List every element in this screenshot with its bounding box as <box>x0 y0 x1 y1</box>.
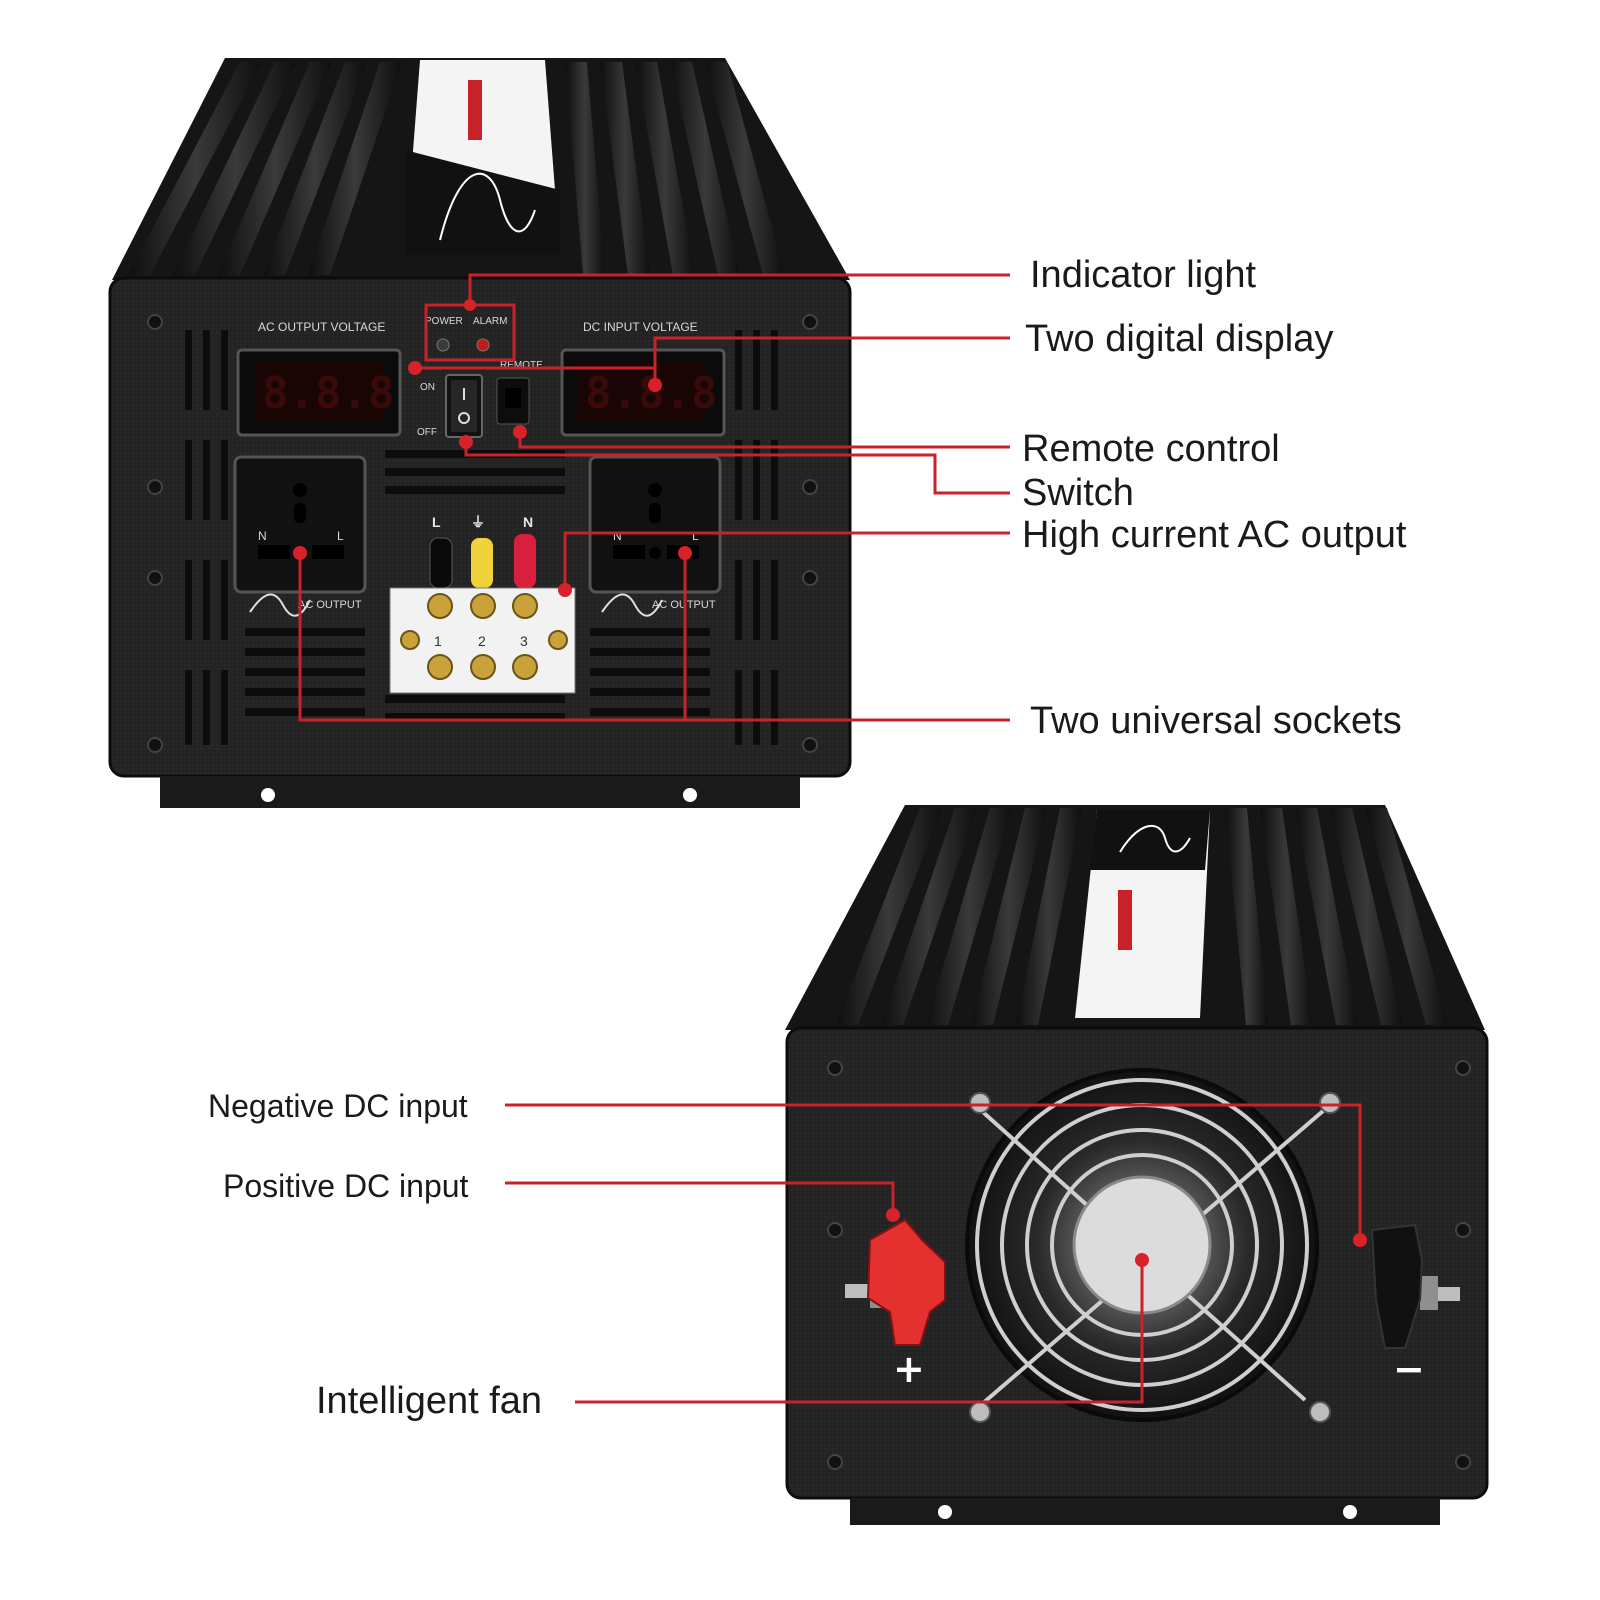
ac-output-left-label: AC OUTPUT <box>298 599 362 611</box>
ac-output-voltage-label: AC OUTPUT VOLTAGE <box>258 320 385 334</box>
terminal-wire-yellow <box>471 538 493 588</box>
callout-two-universal-sockets: Two universal sockets <box>1030 700 1402 742</box>
label-red-mark <box>468 80 482 140</box>
universal-socket-right[interactable]: N L <box>588 455 722 594</box>
remote-label: REMOTE <box>500 360 543 371</box>
callout-line-negative <box>505 1103 1362 1240</box>
alarm-led-icon <box>476 338 490 352</box>
intelligent-fan <box>965 1068 1341 1423</box>
callout-line-fan <box>575 1260 1144 1404</box>
callout-switch: Switch <box>1022 472 1134 514</box>
switch-off-mark-icon <box>458 412 470 424</box>
terminal-wire-red <box>514 534 536 588</box>
callout-high-current-ac-output: High current AC output <box>1022 514 1407 556</box>
back-panel-screws <box>827 1060 1471 1470</box>
callout-indicator-light: Indicator light <box>1030 254 1257 296</box>
alarm-label: ALARM <box>473 316 507 327</box>
terminal-screws <box>400 593 568 680</box>
positive-symbol-icon: + <box>893 1347 925 1391</box>
power-label: POWER <box>425 316 463 327</box>
front-mount-foot <box>160 776 800 808</box>
terminal-number-3: 3 <box>520 633 528 649</box>
dc-voltage-display-value: 8.8.8 <box>585 368 717 419</box>
positive-dc-terminal[interactable] <box>845 1218 946 1346</box>
back-unit-label-black <box>1090 810 1210 870</box>
mount-hole <box>938 1505 952 1519</box>
callout-negative-dc-input: Negative DC input <box>208 1088 468 1124</box>
back-unit: + − <box>785 805 1489 1525</box>
back-sine-logo-icon <box>1119 824 1191 853</box>
sine-wave-logo <box>439 172 536 241</box>
back-label-red-mark <box>1118 890 1132 950</box>
callout-line-switch <box>464 442 1010 495</box>
off-label: OFF <box>417 427 437 438</box>
terminal-wire-black <box>429 537 453 589</box>
callout-dots <box>293 299 1367 1267</box>
front-unit-fins <box>128 62 785 275</box>
back-mount-foot <box>850 1498 1440 1525</box>
fan-mount-screws <box>969 1092 1341 1423</box>
power-led-icon <box>436 338 450 352</box>
terminal-number-2: 2 <box>478 633 486 649</box>
ground-symbol-icon: ⏚ <box>471 514 485 530</box>
terminal-l-label: L <box>432 514 441 530</box>
callout-intelligent-fan: Intelligent fan <box>316 1380 543 1422</box>
callout-line-positive <box>505 1181 895 1215</box>
terminal-n-label: N <box>523 514 533 530</box>
mount-hole <box>683 788 697 802</box>
terminal-number-1: 1 <box>434 633 442 649</box>
dc-input-voltage-label: DC INPUT VOLTAGE <box>583 320 698 334</box>
back-unit-fins <box>836 808 1448 1025</box>
front-unit: AC OUTPUT VOLTAGE DC INPUT VOLTAGE POWER… <box>108 58 852 808</box>
callout-two-digital-display: Two digital display <box>1025 318 1334 360</box>
sine-wave-right-icon <box>601 593 663 617</box>
callout-lines <box>298 273 1362 1404</box>
callout-positive-dc-input: Positive DC input <box>223 1168 469 1204</box>
callout-line-ac-output <box>563 531 1010 590</box>
callout-line-indicator-light <box>468 273 1010 305</box>
callout-remote-control: Remote control <box>1022 428 1280 470</box>
ac-voltage-display-value: 8.8.8 <box>262 368 394 419</box>
callout-line-sockets-left <box>298 553 1010 722</box>
mount-hole <box>1343 1505 1357 1519</box>
socket-right-n-label: N <box>613 529 622 543</box>
negative-symbol-icon: − <box>1393 1347 1425 1391</box>
negative-dc-terminal[interactable] <box>1370 1223 1460 1349</box>
front-panel-screws <box>147 314 818 753</box>
socket-right-l-label: L <box>692 529 699 543</box>
socket-left-l-label: L <box>337 529 344 543</box>
on-label: ON <box>420 382 435 393</box>
sine-wave-left-icon <box>249 593 311 617</box>
front-vent-slots <box>185 330 778 745</box>
socket-left-n-label: N <box>258 529 267 543</box>
mount-hole <box>261 788 275 802</box>
